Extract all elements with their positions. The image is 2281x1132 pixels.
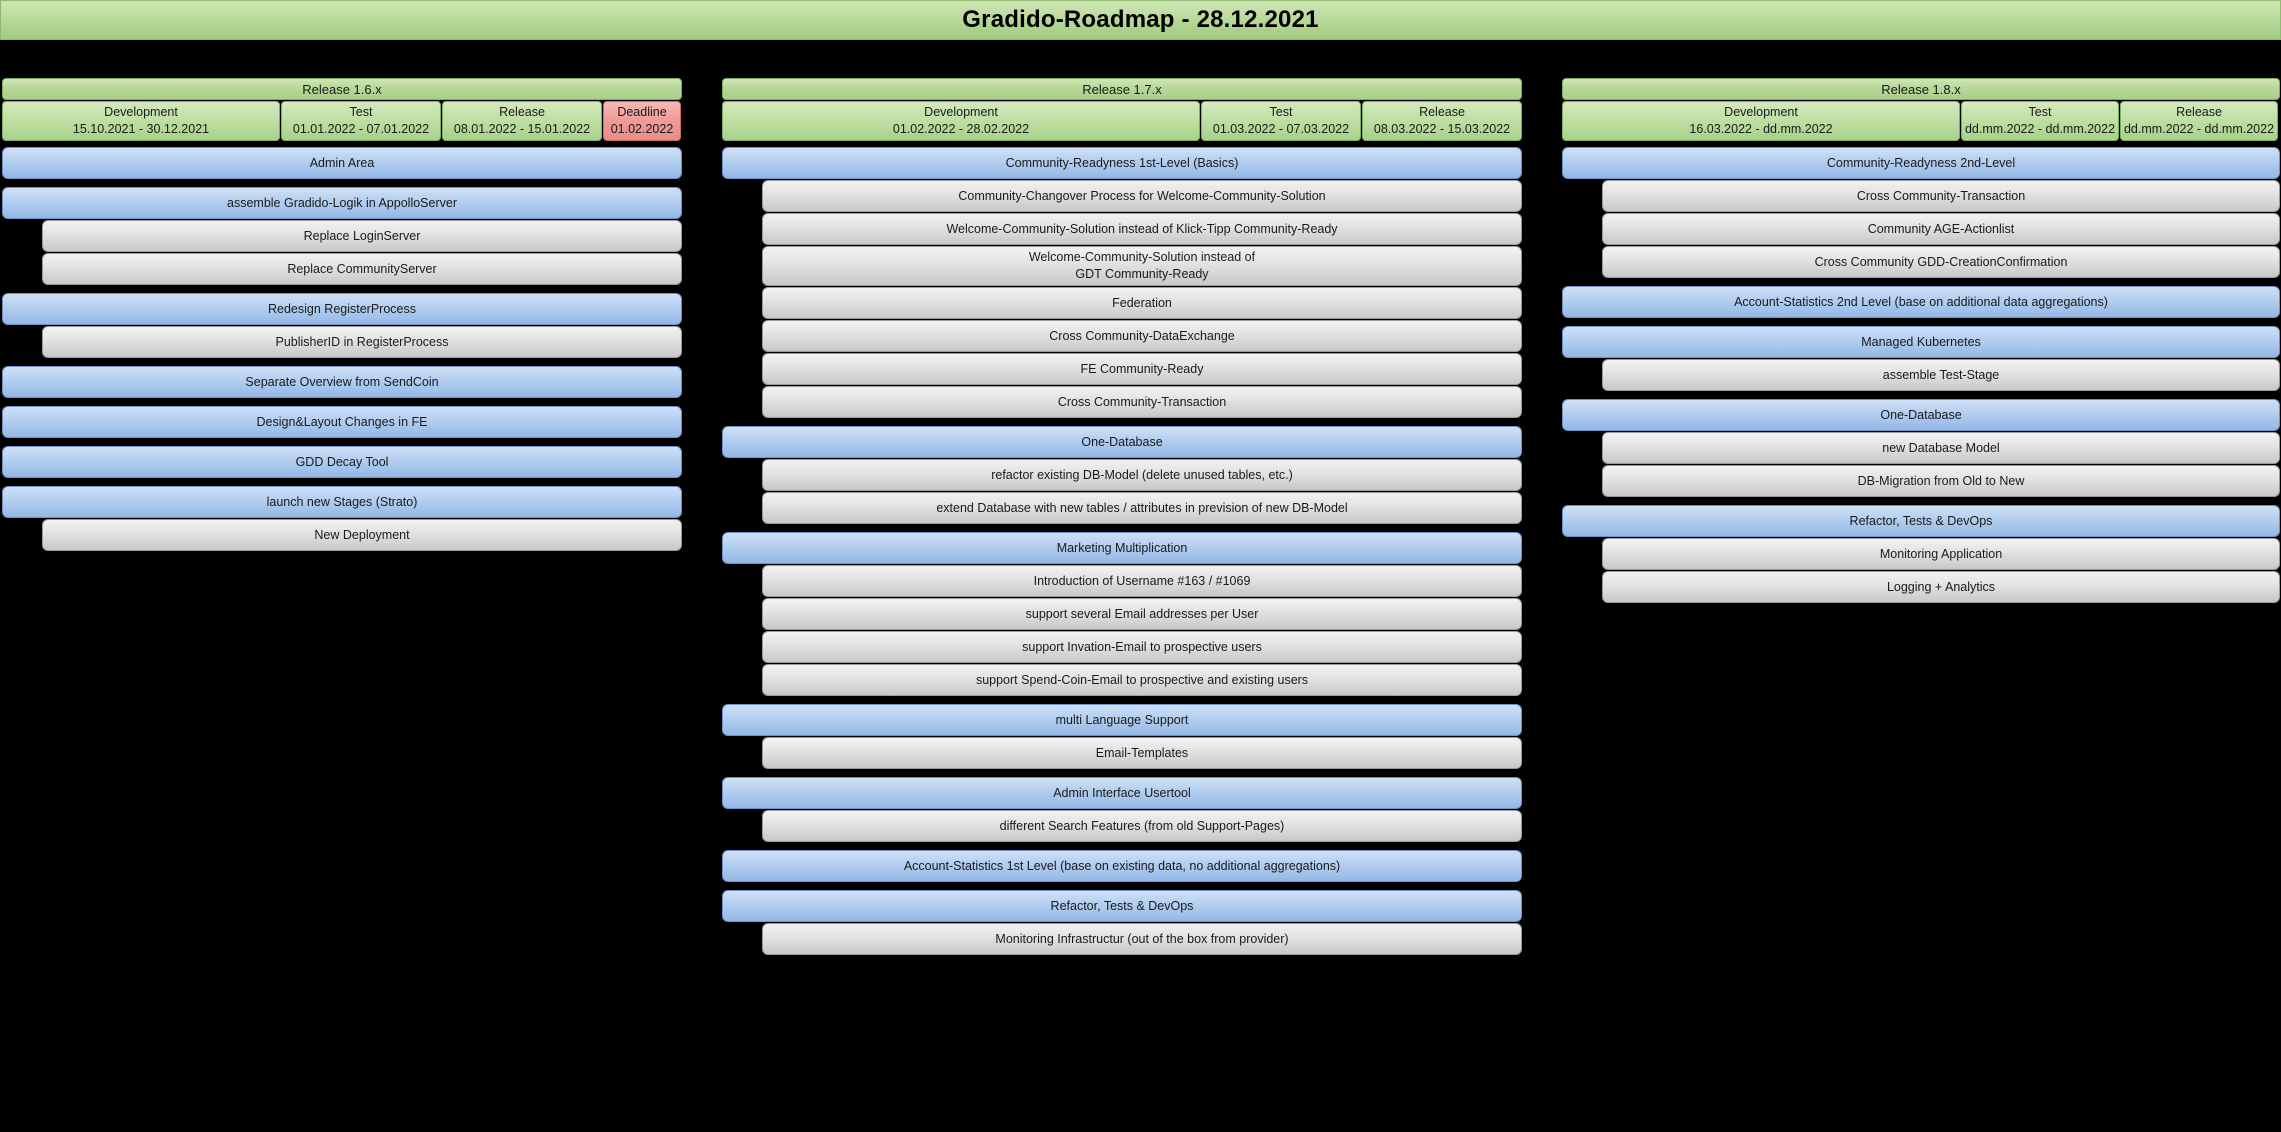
phase-deadline: Deadline 01.02.2022 — [603, 101, 681, 141]
phase-development: Development 16.03.2022 - dd.mm.2022 — [1562, 101, 1960, 141]
task-epic[interactable]: assemble Gradido-Logik in AppolloServer — [2, 187, 682, 219]
task-epic[interactable]: multi Language Support — [722, 704, 1522, 736]
release-title: Release 1.7.x — [722, 78, 1522, 100]
release-title: Release 1.6.x — [2, 78, 682, 100]
task-subtask[interactable]: Cross Community GDD-CreationConfirmation — [1602, 246, 2280, 278]
phase-dates: 08.01.2022 - 15.01.2022 — [453, 122, 591, 136]
phase-name: Test — [349, 105, 373, 120]
task-subtask[interactable]: Logging + Analytics — [1602, 571, 2280, 603]
task-epic[interactable]: Account-Statistics 1st Level (base on ex… — [722, 850, 1522, 882]
phase-row: Development 01.02.2022 - 28.02.2022 Test 01… — [722, 101, 1522, 141]
task-subtask[interactable]: Cross Community-DataExchange — [762, 320, 1522, 352]
task-epic[interactable]: Admin Area — [2, 147, 682, 179]
task-subtask[interactable]: Introduction of Username #163 / #1069 — [762, 565, 1522, 597]
task-subtask[interactable]: extend Database with new tables / attrib… — [762, 492, 1522, 524]
task-subtask[interactable]: assemble Test-Stage — [1602, 359, 2280, 391]
page-title-banner: Gradido-Roadmap - 28.12.2021 — [0, 0, 2281, 40]
task-subtask[interactable]: Federation — [762, 287, 1522, 319]
task-subtask[interactable]: PublisherID in RegisterProcess — [42, 326, 682, 358]
phase-dates: 01.03.2022 - 07.03.2022 — [1212, 122, 1350, 136]
task-subtask[interactable]: Replace LoginServer — [42, 220, 682, 252]
phase-name: Test — [2028, 105, 2052, 120]
task-epic[interactable]: launch new Stages (Strato) — [2, 486, 682, 518]
task-subtask[interactable]: Welcome-Community-Solution instead of Kl… — [762, 213, 1522, 245]
phase-name: Release — [2176, 105, 2222, 120]
task-subtask[interactable]: different Search Features (from old Supp… — [762, 810, 1522, 842]
release-title: Release 1.8.x — [1562, 78, 2280, 100]
task-subtask[interactable]: Community AGE-Actionlist — [1602, 213, 2280, 245]
phase-dates: dd.mm.2022 - dd.mm.2022 — [2123, 122, 2275, 136]
phase-name: Test — [1269, 105, 1293, 120]
phase-release: Release dd.mm.2022 - dd.mm.2022 — [2120, 101, 2278, 141]
phase-name: Development — [1724, 105, 1798, 120]
phase-name: Release — [1419, 105, 1465, 120]
task-subtask[interactable]: new Database Model — [1602, 432, 2280, 464]
task-epic[interactable]: Separate Overview from SendCoin — [2, 366, 682, 398]
phase-test: Test 01.03.2022 - 07.03.2022 — [1201, 101, 1361, 141]
task-subtask[interactable]: New Deployment — [42, 519, 682, 551]
phase-name: Development — [104, 105, 178, 120]
task-subtask[interactable]: Monitoring Application — [1602, 538, 2280, 570]
page-title: Gradido-Roadmap - 28.12.2021 — [962, 6, 1319, 33]
task-epic[interactable]: Community-Readyness 2nd-Level — [1562, 147, 2280, 179]
task-subtask[interactable]: DB-Migration from Old to New — [1602, 465, 2280, 497]
phase-test: Test 01.01.2022 - 07.01.2022 — [281, 101, 441, 141]
task-subtask[interactable]: Replace CommunityServer — [42, 253, 682, 285]
task-epic[interactable]: Community-Readyness 1st-Level (Basics) — [722, 147, 1522, 179]
task-epic[interactable]: Managed Kubernetes — [1562, 326, 2280, 358]
task-epic[interactable]: GDD Decay Tool — [2, 446, 682, 478]
task-subtask[interactable]: Cross Community-Transaction — [1602, 180, 2280, 212]
phase-row: Development 15.10.2021 - 30.12.2021 Test 01… — [2, 101, 682, 141]
task-epic[interactable]: One-Database — [1562, 399, 2280, 431]
phase-name: Deadline — [617, 105, 667, 120]
task-subtask[interactable]: Welcome-Community-Solution instead of GD… — [762, 246, 1522, 286]
task-epic[interactable]: Marketing Multiplication — [722, 532, 1522, 564]
phase-dates: 01.02.2022 — [610, 122, 674, 136]
phase-name: Release — [499, 105, 545, 120]
task-epic[interactable]: Account-Statistics 2nd Level (base on ad… — [1562, 286, 2280, 318]
phase-dates: 08.03.2022 - 15.03.2022 — [1373, 122, 1511, 136]
task-subtask[interactable]: support several Email addresses per User — [762, 598, 1522, 630]
task-subtask[interactable]: Community-Changover Process for Welcome-… — [762, 180, 1522, 212]
task-subtask[interactable]: Monitoring Infrastructur (out of the box… — [762, 923, 1522, 955]
phase-row: Development 16.03.2022 - dd.mm.2022 Test dd… — [1562, 101, 2280, 141]
task-subtask[interactable]: Cross Community-Transaction — [762, 386, 1522, 418]
task-list: Community-Readyness 1st-Level (Basics)Co… — [722, 147, 1522, 955]
task-epic[interactable]: Redesign RegisterProcess — [2, 293, 682, 325]
phase-dates: 01.02.2022 - 28.02.2022 — [892, 122, 1030, 136]
task-subtask[interactable]: refactor existing DB-Model (delete unuse… — [762, 459, 1522, 491]
phase-dates: 01.01.2022 - 07.01.2022 — [292, 122, 430, 136]
phase-release: Release 08.03.2022 - 15.03.2022 — [1362, 101, 1522, 141]
task-subtask[interactable]: support Invation-Email to prospective us… — [762, 631, 1522, 663]
phase-name: Development — [924, 105, 998, 120]
phase-development: Development 01.02.2022 - 28.02.2022 — [722, 101, 1200, 141]
task-subtask[interactable]: Email-Templates — [762, 737, 1522, 769]
task-epic[interactable]: One-Database — [722, 426, 1522, 458]
phase-dates: dd.mm.2022 - dd.mm.2022 — [1964, 122, 2116, 136]
task-subtask[interactable]: FE Community-Ready — [762, 353, 1522, 385]
task-epic[interactable]: Design&Layout Changes in FE — [2, 406, 682, 438]
phase-dates: 16.03.2022 - dd.mm.2022 — [1689, 122, 1833, 136]
phase-release: Release 08.01.2022 - 15.01.2022 — [442, 101, 602, 141]
phase-dates: 15.10.2021 - 30.12.2021 — [72, 122, 210, 136]
task-epic[interactable]: Refactor, Tests & DevOps — [1562, 505, 2280, 537]
task-subtask[interactable]: support Spend-Coin-Email to prospective … — [762, 664, 1522, 696]
phase-development: Development 15.10.2021 - 30.12.2021 — [2, 101, 280, 141]
task-list: Admin Area assemble Gradido-Logik in Appo… — [2, 147, 682, 551]
task-epic[interactable]: Refactor, Tests & DevOps — [722, 890, 1522, 922]
phase-test: Test dd.mm.2022 - dd.mm.2022 — [1961, 101, 2119, 141]
task-epic[interactable]: Admin Interface Usertool — [722, 777, 1522, 809]
